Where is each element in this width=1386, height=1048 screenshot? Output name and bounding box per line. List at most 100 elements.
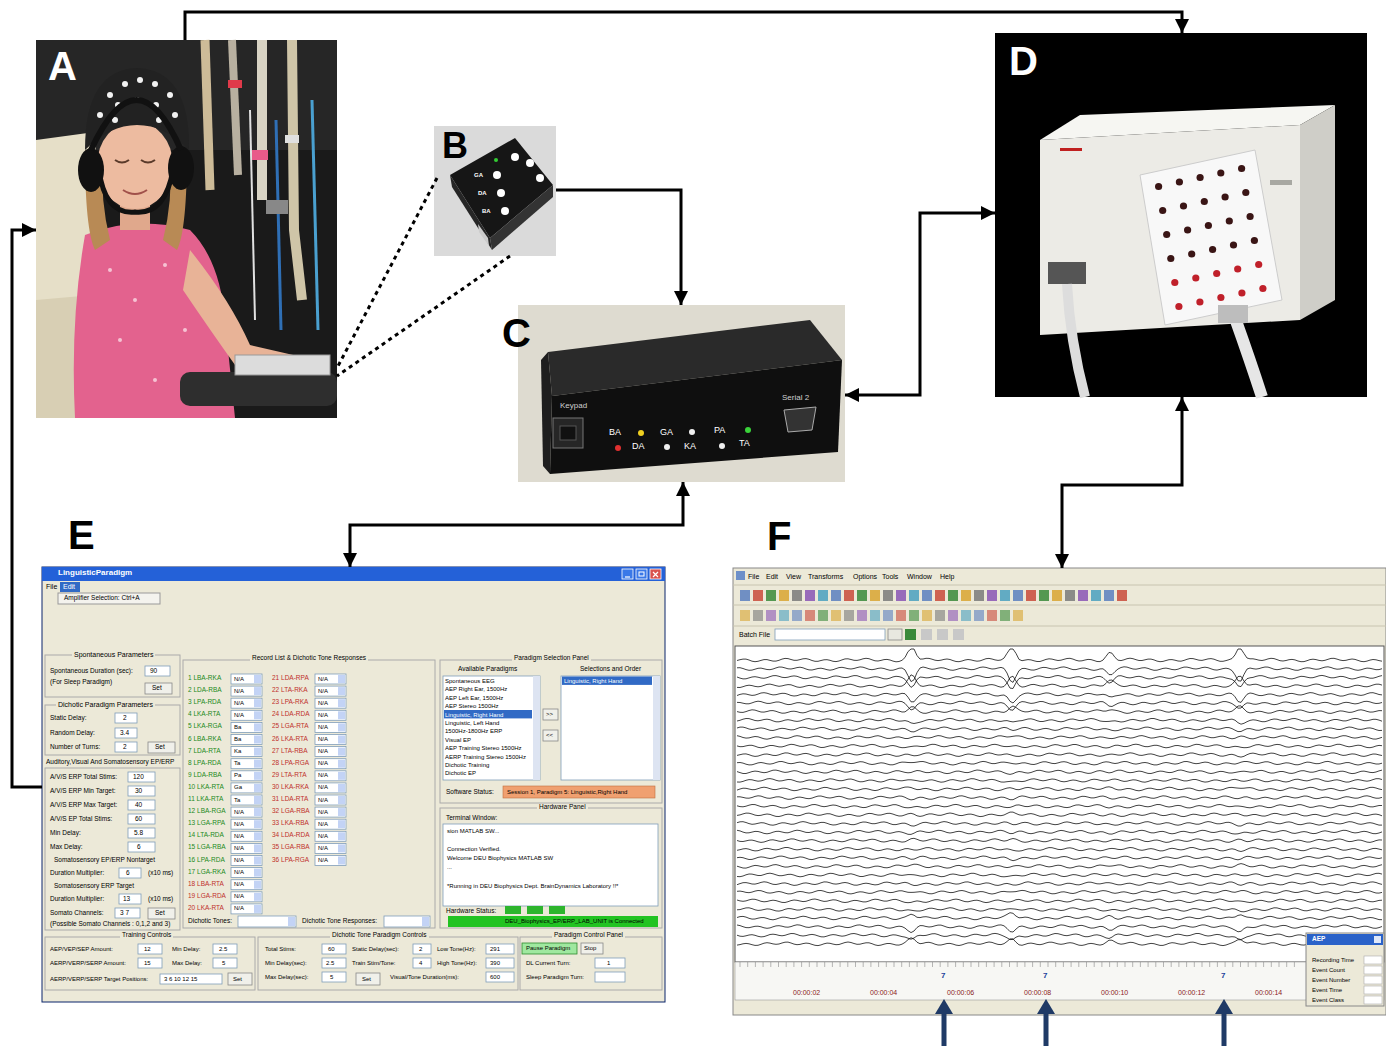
eeg-trace [737,890,1382,894]
keypad-render [434,126,556,256]
label-text: 25 LGA-RTA [272,723,309,730]
label-text: 5 [222,960,225,966]
illustration-part [1067,284,1085,397]
label-text: Session 1, Paradigm 5: Linguistic,Right … [507,789,627,795]
time-tick [1048,962,1049,967]
label-text: 2 [419,946,422,952]
dropdown-button [338,736,345,744]
illustration-part [266,200,288,214]
illustration-part [292,40,302,300]
label-text: 29 LTA-RTA [272,772,307,779]
label-text: 4 LKA-RTA [188,711,220,718]
label-text: Number of Turns: [50,744,100,751]
illustration-part [145,666,170,676]
illustration-part [486,944,514,954]
label-text: LinguisticParadigm [58,569,132,577]
label-text: 15 LGA-RBA [188,844,226,851]
illustration-part [541,352,552,474]
label-text: N/A [318,772,328,778]
dropdown-box [315,710,346,720]
label-text: Batch File [739,631,770,638]
dropdown-button [338,711,345,719]
illustration-part [138,944,162,954]
eeg-trace [737,908,1382,912]
illustration-part [1235,318,1262,397]
label-text: Software Status: [446,789,494,796]
eeg-trace [737,761,1382,765]
label-text: Terminal Window: [446,815,497,822]
label-text: N/A [234,845,244,851]
toolbar-icon [896,610,906,621]
toolbar-icon [831,610,841,621]
illustration-part [486,958,514,968]
time-tick [1117,962,1118,967]
dropdown-button [254,760,261,768]
label-text: 16 LPA-RDA [188,857,225,864]
time-tick [901,962,902,967]
illustration-part [733,605,1386,606]
illustration-part [1037,999,1055,1014]
dropdown-box [315,795,346,805]
label-text: Visual/Tone Duration(ms): [390,974,459,980]
time-tick [1155,962,1156,967]
label-text: Set [155,910,165,917]
illustration-part [78,148,104,192]
label-text: 20 LKA-RTA [188,905,224,912]
eeg-trace [737,938,1382,946]
label-text: Event Class [1312,997,1344,1003]
dropdown-button [338,784,345,792]
dropdown-box [315,771,346,781]
label-text: 2 LDA-RBA [188,687,222,694]
label-text: Hardware Panel [537,804,588,811]
toolbar-icon [844,610,854,621]
dropdown-button [254,675,261,683]
electrode-jack [1163,231,1170,238]
eeg-trace [737,812,1382,817]
event-pointer-arrows [935,999,1233,1046]
time-tick [1209,962,1210,967]
dropdown-button [338,687,345,695]
illustration-part [36,40,337,418]
illustration-part [115,713,137,723]
label-text: File [46,583,57,590]
illustration-part [312,100,318,330]
time-tick [1294,962,1295,967]
label-text: Options [853,573,877,580]
illustration-part [322,944,346,954]
illustration-part [518,305,845,482]
toolbar-icon [870,590,880,601]
illustration-part [148,908,175,919]
time-tick [817,962,818,967]
toolbar-icon [1078,590,1088,601]
illustration-part [42,567,665,581]
label-text: Ka [234,748,241,754]
time-tick [778,962,779,967]
label-text: Dichotic Tone Responses: [302,918,377,925]
label-text: Auditory,Visual And Somatosensory EP/ERP [46,759,174,766]
illustration-part [1044,1012,1049,1046]
electrode-jack [1226,217,1233,224]
label-text: Connection Verified. [447,846,501,852]
toolbar-icon [922,610,932,621]
illustration-part [118,338,122,342]
toolbar-icon [961,590,971,601]
toolbar-icon [948,610,958,621]
dropdown-box [231,735,262,745]
label-text: DA [632,442,645,451]
label-text: 120 [133,774,144,781]
toolbar-icon [740,590,750,601]
toolbar-icon [753,590,763,601]
time-tick [1148,962,1149,967]
dropdown-box [315,843,346,853]
illustration-part [119,868,141,878]
time-tick [994,962,995,967]
illustration-part [128,814,155,824]
illustration-part [1307,934,1383,945]
label-text: 00:00:08 [1024,989,1051,996]
illustration-part [653,676,660,780]
illustration-part [650,569,661,579]
illustration-part [995,33,1367,397]
illustration-part [1222,1012,1227,1046]
eeg-trace [737,693,1382,703]
